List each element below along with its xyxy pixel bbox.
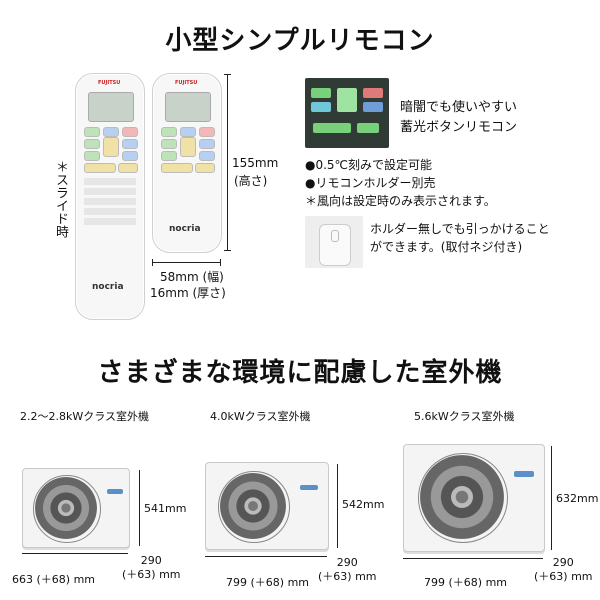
remote-button	[180, 127, 196, 137]
glow-button	[357, 123, 379, 133]
remote-brand-logo: FUJITSU	[98, 80, 121, 86]
hook-description: ホルダー無しでも引っかけること ができます。(取付ネジ付き)	[370, 220, 550, 256]
unit-width-value: 663 (＋68) mm	[12, 573, 95, 586]
dimension-tick	[220, 259, 221, 266]
unit-depth-line2: (＋63) mm	[534, 570, 593, 583]
remote-closed: FUJITSU nocria	[152, 73, 222, 253]
brand-badge	[300, 485, 318, 490]
height-label: (高さ)	[234, 174, 268, 188]
unit-class-label: 5.6kWクラス室外機	[414, 410, 515, 423]
remote-slid-open: FUJITSU nocria	[75, 73, 145, 320]
remote-button	[122, 151, 138, 161]
hook-hole	[331, 230, 339, 242]
remote-button	[84, 127, 100, 137]
glow-button	[363, 102, 383, 112]
glow-text-line: 蓄光ボタンリモコン	[400, 120, 518, 135]
unit-class-label: 4.0kWクラス室外機	[210, 410, 311, 423]
unit-depth-line2: (＋63) mm	[318, 570, 377, 583]
unit-height-value: 541mm	[144, 502, 187, 515]
unit-height-value: 542mm	[342, 498, 385, 511]
unit-depth-value: 290 (＋63) mm	[318, 556, 377, 584]
outdoor-unit-medium	[205, 462, 329, 550]
dimension-tick	[224, 250, 231, 251]
unit-width-line	[22, 553, 128, 554]
glow-button	[337, 88, 357, 112]
unit-width-line	[205, 556, 327, 557]
remote-button	[180, 137, 196, 157]
unit-width-line	[403, 558, 543, 559]
unit-depth-line1: 290	[336, 556, 358, 569]
hook-text-line: ホルダー無しでも引っかけること	[370, 222, 550, 236]
unit-depth-value: 290 (＋63) mm	[534, 556, 593, 584]
feature-note: ＊風向は設定時のみ表示されます。	[305, 194, 496, 208]
glow-button	[363, 88, 383, 98]
feature-bullets: ●0.5℃刻みで設定可能 ●リモコンホルダー別売 ＊風向は設定時のみ表示されます…	[305, 156, 496, 210]
feature-bullet: ●リモコンホルダー別売	[305, 176, 436, 190]
height-value: 155mm	[232, 156, 279, 170]
remote-button	[199, 151, 215, 161]
remote-button	[84, 151, 100, 161]
remote-brand-name: nocria	[92, 282, 124, 292]
remote-brand-name: nocria	[169, 224, 201, 234]
remote-button	[161, 163, 193, 173]
hook-shape	[319, 224, 351, 266]
glow-button	[313, 123, 351, 133]
remote-button	[161, 139, 177, 149]
unit-depth-line1: 290	[552, 556, 574, 569]
fan-grill	[418, 453, 508, 543]
fan-grill	[33, 475, 101, 543]
remote-button	[118, 163, 138, 173]
outdoor-section-title: さまざまな環境に配慮した室外機	[97, 358, 503, 388]
unit-depth-value: 290 (＋63) mm	[122, 554, 181, 582]
outdoor-unit-large	[403, 444, 545, 552]
outdoor-unit-small	[22, 468, 130, 548]
glow-buttons-photo	[305, 78, 389, 148]
hook-text-line: ができます。(取付ネジ付き)	[370, 240, 523, 254]
remote-button	[103, 127, 119, 137]
unit-class-label: 2.2〜2.8kWクラス室外機	[20, 410, 150, 423]
unit-height-value: 632mm	[556, 492, 599, 505]
unit-height-line	[139, 470, 140, 546]
remote-button	[199, 127, 215, 137]
remote-brand-logo: FUJITSU	[175, 80, 198, 86]
unit-height-line	[551, 446, 552, 550]
glow-description: 暗闇でも使いやすい 蓄光ボタンリモコン	[400, 98, 517, 138]
width-dimension-line	[152, 262, 220, 263]
unit-width-value: 799 (＋68) mm	[226, 576, 309, 589]
height-dimension-line	[227, 74, 228, 250]
slide-note: ＊スライド時	[52, 160, 68, 238]
unit-depth-line2: (＋63) mm	[122, 568, 181, 581]
remote-section-title: 小型シンプルリモコン	[165, 26, 435, 56]
fan-grill	[218, 471, 290, 543]
remote-button	[199, 139, 215, 149]
unit-width-value: 799 (＋68) mm	[424, 576, 507, 589]
remote-button	[84, 139, 100, 149]
brand-badge	[107, 489, 123, 494]
remote-button	[122, 127, 138, 137]
depth-value: 16mm (厚さ)	[150, 286, 226, 300]
width-value: 58mm (幅)	[160, 270, 224, 284]
brand-badge	[514, 471, 534, 477]
remote-display	[165, 92, 211, 122]
remote-button	[103, 137, 119, 157]
remote-button	[195, 163, 215, 173]
remote-button	[161, 127, 177, 137]
remote-display	[88, 92, 134, 122]
remote-button	[161, 151, 177, 161]
glow-text-line: 暗闇でも使いやすい	[400, 100, 518, 115]
remote-lower-buttons	[84, 178, 136, 228]
hook-photo	[305, 216, 363, 268]
unit-depth-line1: 290	[140, 554, 162, 567]
glow-button	[311, 102, 331, 112]
slide-note-text: ＊スライド時	[53, 160, 68, 238]
dimension-tick	[152, 259, 153, 266]
unit-height-line	[337, 464, 338, 548]
dimension-tick	[224, 74, 231, 75]
glow-button	[311, 88, 331, 98]
feature-bullet: ●0.5℃刻みで設定可能	[305, 158, 433, 172]
remote-button	[122, 139, 138, 149]
remote-button	[84, 163, 116, 173]
